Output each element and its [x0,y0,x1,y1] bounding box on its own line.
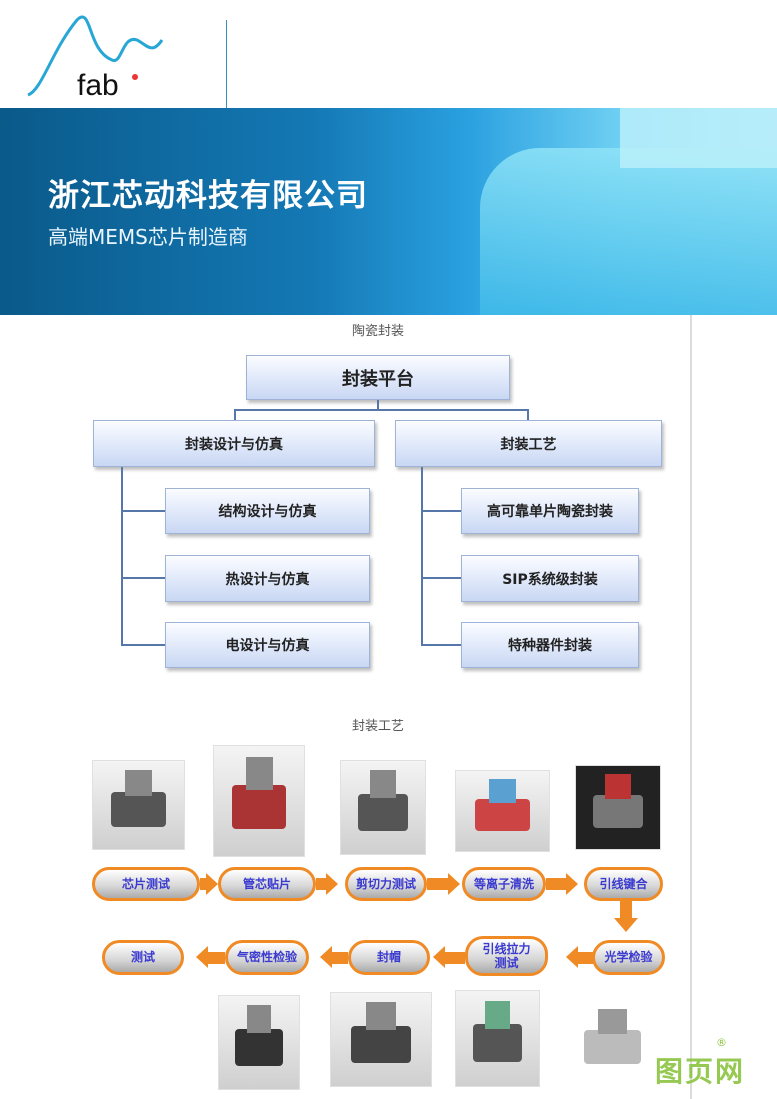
equipment-photo [455,990,540,1087]
equipment-photo [575,765,661,850]
process-step: 引线键合 [584,867,663,901]
org-branch-process: 封装工艺 [395,420,662,467]
org-leaf: 特种器件封装 [461,622,639,668]
company-subtitle: 高端MEMS芯片制造商 [48,225,248,249]
equipment-photo [340,760,426,855]
equipment-photo [92,760,185,850]
ceramic-package-caption: 陶瓷封装 [351,324,404,339]
org-leaf: SIP系统级封装 [461,555,639,602]
fab-logo: fab [27,15,164,102]
equipment-photo [330,992,432,1087]
company-title: 浙江芯动科技有限公司 [48,178,368,214]
process-step: 测试 [102,940,184,975]
process-step: 等离子清洗 [462,867,546,901]
watermark: 图页网 [655,1055,746,1088]
process-step: 封帽 [348,940,430,975]
org-branch-design: 封装设计与仿真 [93,420,375,467]
logo-text: fab [77,69,119,102]
process-step: 芯片测试 [92,867,200,901]
header: fab [0,0,777,108]
equipment-photo [213,745,305,857]
org-leaf: 结构设计与仿真 [165,488,370,534]
process-step: 剪切力测试 [345,867,427,901]
org-leaf: 热设计与仿真 [165,555,370,602]
side-divider [690,315,692,1099]
banner [0,108,777,315]
process-caption: 封装工艺 [351,719,404,734]
equipment-photo [565,1000,660,1085]
equipment-photo [455,770,550,852]
org-root: 封装平台 [246,355,510,400]
header-divider [226,20,227,108]
process-step: 光学检验 [592,940,665,975]
process-step: 气密性检验 [225,940,309,975]
watermark-registered: ® [716,1036,727,1049]
process-step: 引线拉力测试 [465,936,548,976]
org-leaf: 高可靠单片陶瓷封装 [461,488,639,534]
org-leaf: 电设计与仿真 [165,622,370,668]
process-step: 管芯贴片 [218,867,316,901]
equipment-photo [218,995,300,1090]
